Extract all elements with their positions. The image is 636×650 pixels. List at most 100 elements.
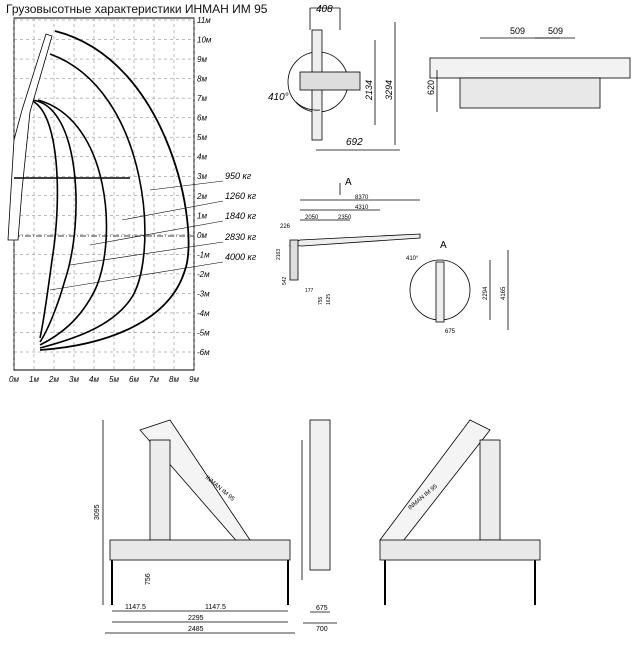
front-view [102,419,295,634]
load-label: 4000 кг [225,252,257,262]
y-tick-label: 1м [197,211,207,220]
dim-675-a: 675 [445,329,456,335]
dim-509-a: 509 [510,26,525,36]
side-top-view [429,37,631,112]
load-curve-2830 [31,99,77,343]
dim-675-b: 675 [316,605,328,612]
dim-2163: 2163 [276,249,282,260]
y-tick-label: -2м [197,270,210,279]
rear-boom-arm [379,419,491,546]
y-tick-labels: 11м 10м 9м 8м 7м 6м 5м 4м 3м 2м 1м 0м -1м -2м -3м -4м -5… [196,16,212,357]
load-label: 1840 кг [225,211,257,221]
dim-1147-a: 1147.5 [125,604,146,611]
dim-2134: 2134 [364,80,374,101]
x-tick-label: 7м [149,375,159,384]
dim-4165: 4165 [501,286,507,300]
dim-226: 226 [280,224,291,230]
load-curve-4000 [29,99,59,339]
y-tick-label: 5м [197,133,207,142]
front-column [149,439,171,541]
load-curve-950 [39,30,190,351]
x-tick-label: 4м [89,375,99,384]
angle-410: 410° [268,92,289,103]
load-curve-1840 [37,99,108,346]
dim-2050: 2050 [305,215,319,221]
load-label: 2830 кг [224,232,257,242]
rear-view [379,419,541,605]
boom-silhouette [7,33,53,241]
dim-756: 756 [145,573,152,585]
dim-509-b: 509 [548,26,563,36]
rear-base [379,539,541,561]
y-tick-label: 9м [197,55,207,64]
x-tick-label: 5м [109,375,119,384]
dim-692: 692 [346,137,363,148]
load-curve-1260 [39,53,146,349]
crane-body-top [459,77,601,109]
dim-620: 620 [426,80,436,95]
dim-177: 177 [305,288,314,294]
side-column [309,419,331,571]
dim-408: 408 [316,4,333,15]
view-a [409,250,509,330]
load-curves [7,30,190,351]
y-tick-label: 2м [196,192,207,201]
y-tick-label: 11м [197,16,211,25]
view-arrow-a: A [345,177,352,188]
dim-1147-b: 1147.5 [205,604,226,611]
y-tick-label: 7м [197,94,207,103]
dim-2295: 2295 [188,615,204,622]
boom-view [288,183,421,281]
load-leader-line [89,220,224,246]
y-tick-label: -4м [197,309,210,318]
base-top [299,71,361,91]
load-leader-line [149,180,224,191]
y-tick-label: -1м [197,250,210,259]
y-tick-label: 10м [197,36,212,45]
x-tick-label: 8м [169,375,179,384]
front-base [109,539,291,561]
rear-column [479,439,501,541]
load-leader-line [69,241,224,266]
truck-frame-top [429,57,631,79]
dim-755: 755 [318,296,324,305]
y-tick-label: 6м [197,114,207,123]
x-tick-labels: 0м 1м 2м 3м 4м 5м 6м 7м 8м 9м [9,375,199,384]
load-label: 1260 кг [225,191,257,201]
dim-2350: 2350 [338,215,352,221]
y-tick-label: 4м [197,153,207,162]
view-a-label: A [440,240,447,251]
load-leader-line [49,261,224,291]
x-tick-label: 6м [129,375,139,384]
side-view [301,419,337,624]
y-tick-label: -5м [197,328,210,337]
y-tick-label: 0м [197,231,207,240]
x-tick-label: 0м [9,375,19,384]
boom-extended [288,233,421,247]
y-tick-label: -3м [197,289,210,298]
y-tick-label: 8м [197,75,207,84]
angle-arc [295,101,321,111]
dim-542: 542 [282,276,288,285]
top-view [287,7,400,151]
dim-700: 700 [316,626,328,633]
y-tick-label: 3м [197,172,207,181]
load-chart: 11м 10м 9м 8м 7м 6м 5м 4м 3м 2м 1м 0м -1м -2м -3м -4м -5… [7,16,257,384]
dim-3294: 3294 [384,80,394,100]
x-tick-label: 2м [48,375,59,384]
y-tick-label: -6м [197,348,210,357]
boom-column [289,239,299,281]
page-title: Грузовысотные характеристики ИНМАН ИМ 95 [6,2,268,16]
dim-2294: 2294 [483,286,489,300]
x-tick-label: 3м [69,375,79,384]
view-a-angle: 410° [406,256,419,262]
dim-4310: 4310 [355,205,369,211]
dim-1625: 1625 [326,294,332,305]
x-tick-label: 1м [29,375,39,384]
x-tick-label: 9м [189,375,199,384]
dim-2485: 2485 [188,626,204,633]
dim-8370: 8370 [355,195,369,201]
